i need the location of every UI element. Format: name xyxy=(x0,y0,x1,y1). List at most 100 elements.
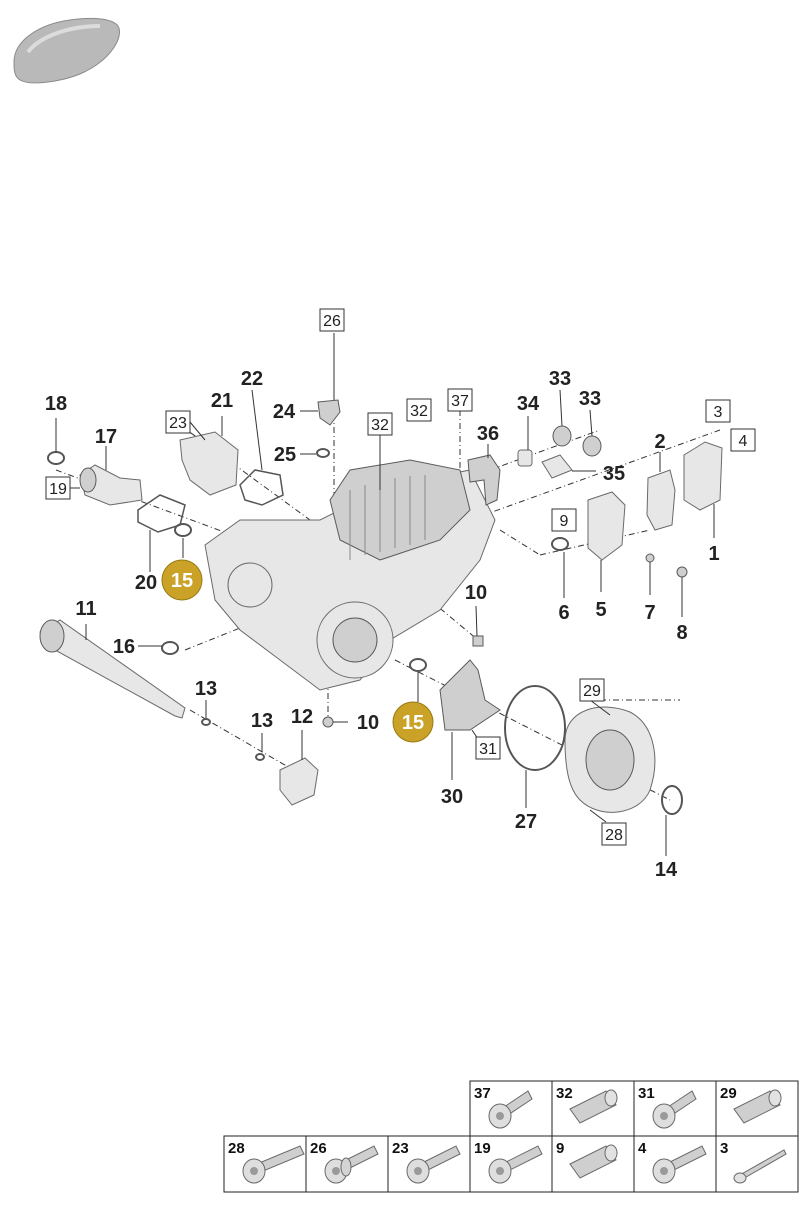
fastener-cell-number: 31 xyxy=(638,1085,655,1102)
callout-16: 16 xyxy=(113,636,135,658)
callout-number: 32 xyxy=(410,403,428,420)
fastener-cell-3[interactable]: 3 xyxy=(715,1135,799,1193)
callout-34: 34 xyxy=(517,393,540,415)
callout-number: 18 xyxy=(45,393,67,415)
callout-11: 11 xyxy=(75,598,96,620)
callout-number: 22 xyxy=(241,368,263,390)
fastener-cell-32[interactable]: 32 xyxy=(551,1080,635,1137)
callout-number: 33 xyxy=(579,388,601,410)
callout-number: 10 xyxy=(357,712,379,734)
callout-20: 20 xyxy=(135,572,157,594)
callout-number: 30 xyxy=(441,786,463,808)
callout-12: 12 xyxy=(291,706,313,728)
side-cover xyxy=(564,706,656,813)
callout-number: 13 xyxy=(195,678,217,700)
fastener-cell-28[interactable]: 28 xyxy=(223,1135,307,1193)
callout-number: 7 xyxy=(644,602,655,624)
fastener-cell-number: 4 xyxy=(638,1140,647,1157)
callout-number: 10 xyxy=(465,582,487,604)
callout-number: 32 xyxy=(371,417,389,434)
fastener-cell-9[interactable]: 9 xyxy=(551,1135,635,1193)
flange-12 xyxy=(279,757,319,806)
callout-1: 1 xyxy=(708,543,719,565)
callout-37: 37 xyxy=(447,388,473,412)
callout-8: 8 xyxy=(676,622,687,644)
fastener-cell-frame xyxy=(715,1135,799,1193)
fastener-cell-number: 37 xyxy=(474,1085,491,1102)
callout-box xyxy=(730,428,756,452)
callout-number: 35 xyxy=(603,463,625,485)
transmission-housing xyxy=(204,459,496,691)
adapter-17 xyxy=(79,464,143,506)
callout-box xyxy=(705,399,731,423)
callout-number: 3 xyxy=(714,404,723,421)
leader-lines xyxy=(55,333,715,856)
callout-number: 28 xyxy=(605,827,623,844)
callout-number: 14 xyxy=(655,859,678,881)
callout-32: 32 xyxy=(367,412,393,436)
callout-27: 27 xyxy=(515,811,537,833)
seal-25 xyxy=(316,448,330,458)
callout-number: 21 xyxy=(211,390,233,412)
callout-number: 24 xyxy=(273,401,296,423)
bracket-2 xyxy=(646,469,676,531)
control-unit-1 xyxy=(683,441,723,511)
callout-23: 23 xyxy=(165,410,191,434)
gasket-20 xyxy=(137,494,186,533)
callout-number: 5 xyxy=(595,599,606,621)
callout-number: 16 xyxy=(113,636,135,658)
callout-21: 21 xyxy=(211,390,233,412)
callout-highlight-badge xyxy=(161,559,203,601)
callout-number: 34 xyxy=(517,393,540,415)
callout-number: 31 xyxy=(479,741,497,758)
fastener-cell-19[interactable]: 19 xyxy=(469,1135,553,1193)
flange-bolt-icon xyxy=(652,1145,707,1184)
gears-33-34-35 xyxy=(517,425,602,479)
fastener-cell-29[interactable]: 29 xyxy=(715,1080,799,1137)
drive-shaft xyxy=(39,619,186,719)
callout-number: 12 xyxy=(291,706,313,728)
sensor-24 xyxy=(317,399,341,426)
callout-number: 13 xyxy=(251,710,273,732)
fastener-cell-number: 3 xyxy=(720,1140,728,1157)
fastener-cell-31[interactable]: 31 xyxy=(633,1080,717,1137)
callout-number: 6 xyxy=(558,602,569,624)
callout-highlight-badge xyxy=(392,701,434,743)
callout-30: 30 xyxy=(441,786,463,808)
callout-number: 25 xyxy=(274,444,296,466)
fastener-cell-number: 9 xyxy=(556,1140,564,1157)
callout-box xyxy=(579,678,605,702)
callout-box xyxy=(319,308,345,332)
actuator-21 xyxy=(179,431,239,496)
callout-number: 17 xyxy=(95,426,117,448)
fastener-cell-4[interactable]: 4 xyxy=(633,1135,717,1193)
callout-32: 32 xyxy=(406,398,432,422)
callout-5: 5 xyxy=(595,599,606,621)
sealing-plate-30 xyxy=(439,659,501,731)
callout-number: 19 xyxy=(49,481,67,498)
sleeve-icon xyxy=(733,1089,782,1124)
callout-33: 33 xyxy=(579,388,601,410)
bracket-36 xyxy=(467,454,501,506)
callout-number: 36 xyxy=(477,423,499,445)
callout-box xyxy=(601,822,627,846)
plug-7-8-10 xyxy=(322,553,688,728)
fastener-cell-number: 32 xyxy=(556,1085,573,1102)
callout-box xyxy=(367,412,393,436)
callout-15: 15 xyxy=(392,701,434,743)
hex-socket-bolt-icon xyxy=(652,1090,697,1129)
callout-36: 36 xyxy=(477,423,499,445)
callout-25: 25 xyxy=(274,444,296,466)
fastener-cell-number: 19 xyxy=(474,1140,491,1157)
car-thumbnail-icon[interactable] xyxy=(13,17,120,84)
callout-29: 29 xyxy=(579,678,605,702)
callout-number: 2 xyxy=(654,431,665,453)
sleeve-icon xyxy=(569,1089,618,1124)
flange-bolt-icon xyxy=(488,1145,543,1184)
thin-screw-icon xyxy=(733,1149,787,1184)
fastener-cell-23[interactable]: 23 xyxy=(387,1135,471,1193)
fastener-cell-26[interactable]: 26 xyxy=(305,1135,389,1193)
fastener-cell-37[interactable]: 37 xyxy=(469,1080,553,1137)
